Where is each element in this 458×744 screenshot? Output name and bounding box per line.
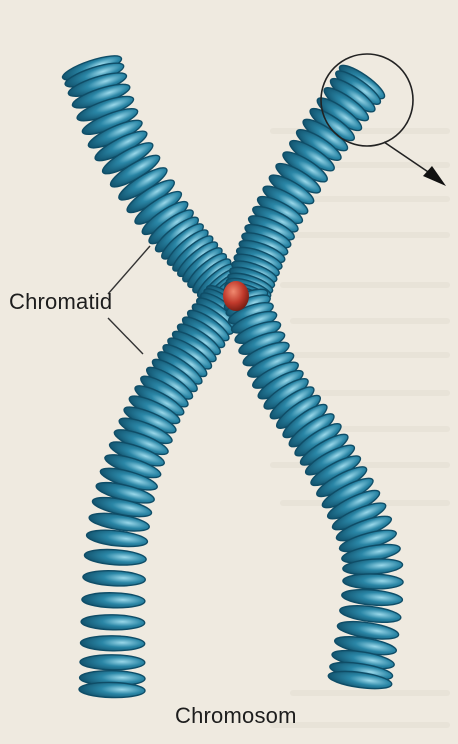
chromatid-pointer-lower: [108, 318, 143, 354]
centromere: [223, 281, 249, 311]
zoom-arrow-head: [423, 166, 446, 186]
chromatid-left-upper: [60, 51, 248, 313]
chromatid-coil: [341, 588, 403, 608]
ghost-text-line: [290, 690, 450, 696]
chromatid-coil: [80, 654, 145, 670]
chromosome-caption: Chromosom: [175, 703, 297, 729]
ghost-text-line: [280, 282, 450, 288]
ghost-text-line: [270, 232, 450, 238]
chromatid-left-lower: [79, 281, 249, 698]
chromatid-coil: [82, 592, 145, 609]
ghost-text-line: [270, 352, 450, 358]
ghost-text-line: [270, 722, 450, 728]
chromatid-coil: [84, 548, 147, 567]
chromatid-right-lower: [222, 285, 403, 692]
chromatid-coil: [80, 635, 144, 651]
ghost-text-line: [290, 318, 450, 324]
chromatid-label: Chromatid: [9, 289, 112, 315]
chromatid-coil: [81, 614, 145, 630]
chromatid-coil: [83, 569, 146, 587]
chromatid-right-upper: [222, 60, 389, 310]
chromatid-coil: [343, 573, 404, 589]
chromatid-pointer-upper: [108, 246, 150, 294]
